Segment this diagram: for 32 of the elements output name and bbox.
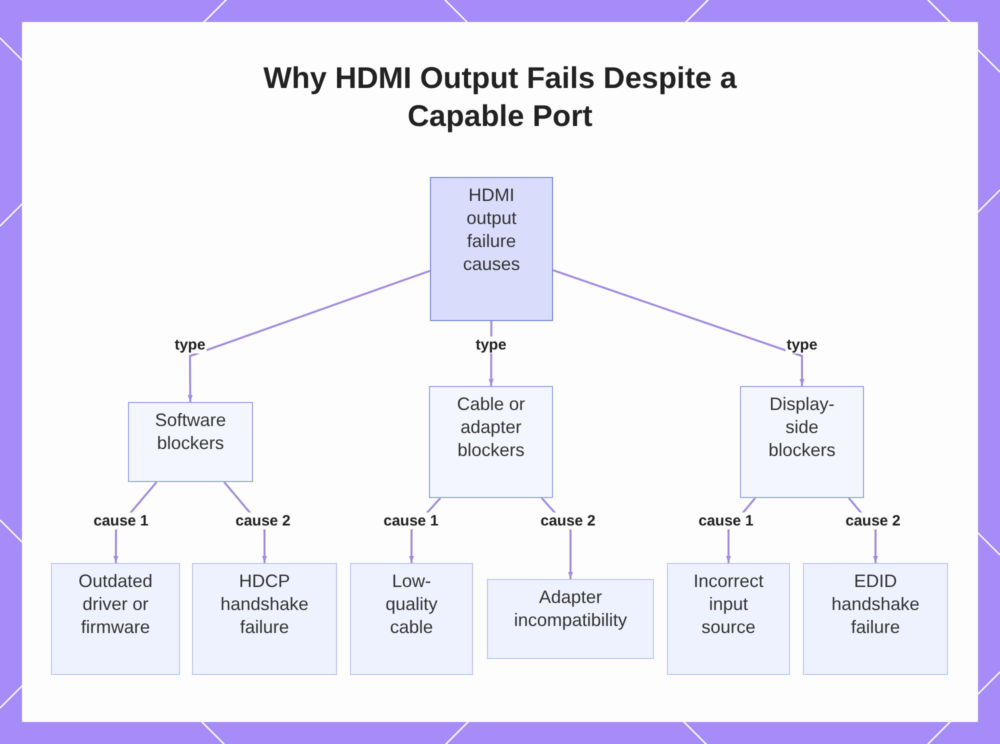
edge-label: type: [786, 336, 818, 354]
node-text: Adapter incompatibility: [512, 586, 628, 632]
cause-box: [51, 563, 180, 675]
cause-box: [192, 563, 337, 675]
connector-arrow: [552, 269, 804, 386]
cause-box: [350, 563, 473, 675]
node-text: EDID handshake failure: [830, 570, 921, 639]
edge-label: cause 2: [844, 512, 902, 530]
edge-label: cause 2: [539, 512, 597, 530]
edge-label: cause 1: [697, 512, 755, 530]
edge-label: cause 2: [234, 512, 292, 530]
node-text: Cable or adapter blockers: [456, 393, 526, 462]
category-box: [128, 402, 253, 482]
node-text: Incorrect input source: [692, 570, 765, 639]
node-text: Outdated driver or firmware: [77, 570, 154, 639]
node-text: HDCP handshake failure: [219, 570, 310, 639]
node-text: Software blockers: [154, 409, 228, 455]
category-box: [429, 386, 553, 498]
cause-box: [487, 579, 654, 659]
connector-arrow: [188, 270, 430, 402]
edge-label: cause 1: [382, 512, 440, 530]
cause-box: [667, 563, 790, 675]
edge-label: type: [174, 336, 206, 354]
category-box: [740, 386, 864, 498]
topic-box: [430, 177, 553, 321]
edge-label: cause 1: [92, 512, 150, 530]
edge-label: type: [474, 336, 508, 354]
node-text: Low-quality cable: [384, 570, 439, 639]
diagram-title: Why HDMI Output Fails Despite a Capable Port: [262, 61, 738, 135]
node-text: Display-side blockers: [767, 393, 837, 462]
cause-box: [803, 563, 948, 675]
node-text: HDMI output failure causes: [462, 184, 522, 276]
